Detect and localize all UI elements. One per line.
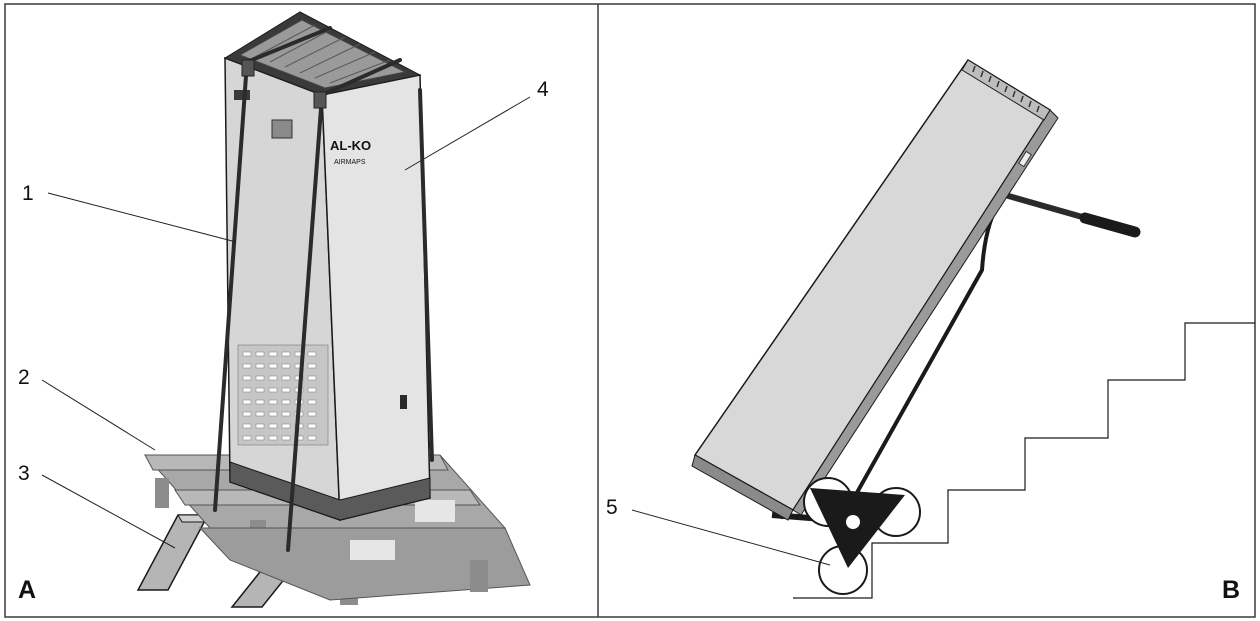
strap-left-front bbox=[213, 60, 249, 512]
badge-plate bbox=[234, 90, 250, 100]
wheel-triangle-plate bbox=[810, 488, 905, 568]
figure-border bbox=[4, 3, 1256, 618]
cabinet: AL-KO AIRMAPS bbox=[223, 11, 431, 522]
callout-4: 4 bbox=[537, 78, 549, 101]
tilted-grille-slots bbox=[972, 65, 1040, 113]
strap-buckle-1 bbox=[241, 59, 255, 77]
pallet-opening-2 bbox=[350, 540, 395, 560]
panel-b-callouts: 5 B bbox=[606, 496, 1240, 604]
controller-display bbox=[271, 119, 293, 139]
pallet-lower-deck bbox=[198, 527, 531, 601]
wheel-hub bbox=[846, 515, 860, 529]
logo-brand: AL-KO bbox=[330, 138, 371, 153]
pallet-opening-1 bbox=[415, 500, 455, 522]
leader-line-1 bbox=[47, 192, 237, 243]
strap-buckle-2 bbox=[313, 91, 327, 109]
callout-5: 5 bbox=[606, 496, 618, 519]
forklift-tine-left bbox=[136, 514, 210, 591]
hand-truck-wheels bbox=[803, 477, 921, 595]
straps bbox=[213, 26, 434, 552]
staircase bbox=[793, 322, 1255, 599]
tilted-cabinet-body bbox=[693, 58, 1052, 511]
tilted-cabinet-base bbox=[691, 454, 794, 521]
strap-right-top bbox=[320, 58, 402, 97]
logo-model: AIRMAPS bbox=[334, 159, 366, 166]
strap-back bbox=[418, 88, 434, 462]
ventilation-louvres bbox=[237, 344, 329, 446]
cabinet-top-grille bbox=[238, 19, 407, 89]
pallet-block-4 bbox=[470, 560, 488, 592]
top-grille-slats bbox=[254, 24, 391, 84]
cabinet-plinth bbox=[229, 461, 431, 521]
panel-label-a: A bbox=[18, 576, 36, 604]
panel-a-callouts: 1 2 3 4 A bbox=[18, 78, 549, 604]
tilted-cabinet-hinge bbox=[1018, 150, 1032, 168]
leader-line-3 bbox=[41, 474, 176, 549]
leader-line-4 bbox=[404, 96, 531, 171]
strap-right-front bbox=[286, 93, 324, 552]
callout-3: 3 bbox=[18, 462, 30, 485]
callout-2: 2 bbox=[18, 366, 30, 389]
tilted-cabinet bbox=[691, 58, 1059, 521]
leader-line-5 bbox=[631, 509, 831, 566]
hand-truck-grip bbox=[1079, 212, 1141, 238]
panel-label-b: B bbox=[1222, 576, 1240, 604]
tilted-cabinet-side-edge bbox=[792, 109, 1059, 516]
strap-left-top bbox=[245, 26, 332, 64]
panel-a-illustration: AL-KO AIRMAPS bbox=[136, 11, 531, 608]
panel-b-illustration bbox=[691, 58, 1255, 599]
door-lock bbox=[400, 395, 407, 409]
callout-1: 1 bbox=[22, 182, 34, 205]
leader-line-2 bbox=[41, 379, 156, 451]
pallet-block-1 bbox=[155, 478, 169, 508]
